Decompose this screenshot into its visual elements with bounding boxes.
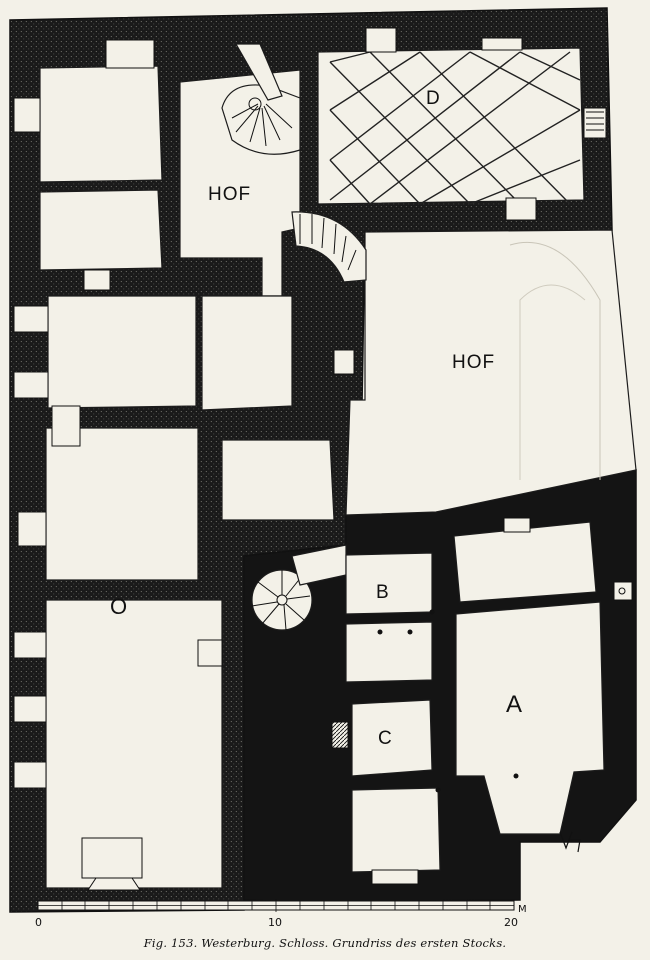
scale-tick-20: 20	[504, 916, 518, 929]
west-rooms	[13, 39, 355, 891]
scale-unit: M	[518, 904, 527, 915]
scale-tick-10: 10	[268, 916, 282, 929]
room-d	[317, 27, 607, 221]
figure-caption: Fig. 153. Westerburg. Schloss. Grundriss…	[143, 936, 507, 950]
staircases	[221, 43, 367, 631]
signature-mark	[559, 831, 581, 853]
label-room-b: B	[376, 582, 390, 603]
label-room-c: C	[378, 728, 393, 749]
label-hof-upper: HOF	[208, 184, 251, 205]
east-rooms	[331, 517, 633, 885]
label-hof-lower: HOF	[452, 352, 495, 373]
label-room-a: A	[506, 691, 523, 718]
label-room-o: O	[110, 594, 128, 619]
scale-bar: 0 10 20 M	[35, 899, 527, 929]
scale-tick-0: 0	[35, 916, 42, 929]
label-room-d: D	[426, 88, 441, 109]
